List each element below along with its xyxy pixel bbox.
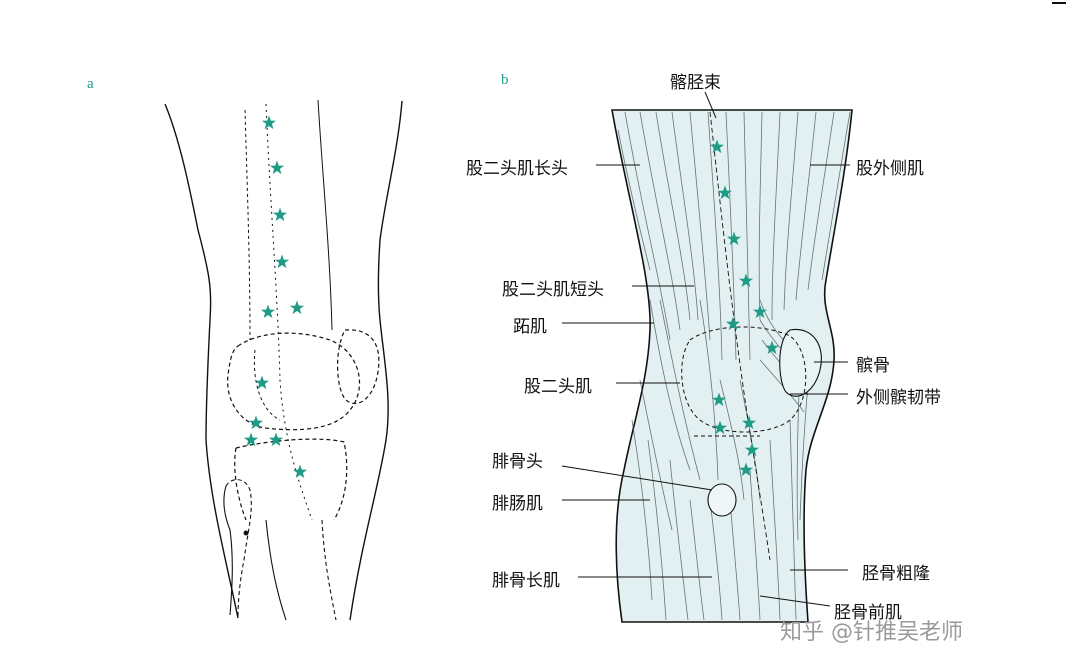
star-icon [290,301,304,315]
star-icon [269,433,283,447]
star-icon [244,433,258,447]
panel-a-markers [244,116,307,479]
label-vastus-lateralis: 股外侧肌 [856,154,924,179]
label-iliotibial-band: 髂胫束 [670,68,721,93]
star-icon [275,255,289,269]
label-fibularis-longus: 腓骨长肌 [492,566,560,591]
panel-b-illustration [612,110,852,622]
label-biceps-short-head: 股二头肌短头 [502,275,604,300]
star-icon [270,161,284,175]
label-gastrocnemius: 腓肠肌 [492,489,543,514]
label-tibial-tuberosity: 胫骨粗隆 [862,559,930,584]
label-fibular-head: 腓骨头 [492,447,543,472]
watermark: 知乎 @针推吴老师 [780,614,963,646]
panel-letter-b: b [501,72,509,89]
panel-letter-a: a [87,76,94,93]
label-patella: 髌骨 [856,351,890,376]
star-icon [262,116,276,130]
star-icon [273,208,287,222]
label-plantaris: 跖肌 [513,312,547,337]
label-biceps-femoris: 股二头肌 [524,372,592,397]
star-icon [261,305,275,319]
star-icon [293,465,307,479]
panel-a-outline [165,100,402,620]
label-lateral-retinaculum: 外侧髌韧带 [856,383,941,408]
label-biceps-long-head: 股二头肌长头 [466,154,568,179]
